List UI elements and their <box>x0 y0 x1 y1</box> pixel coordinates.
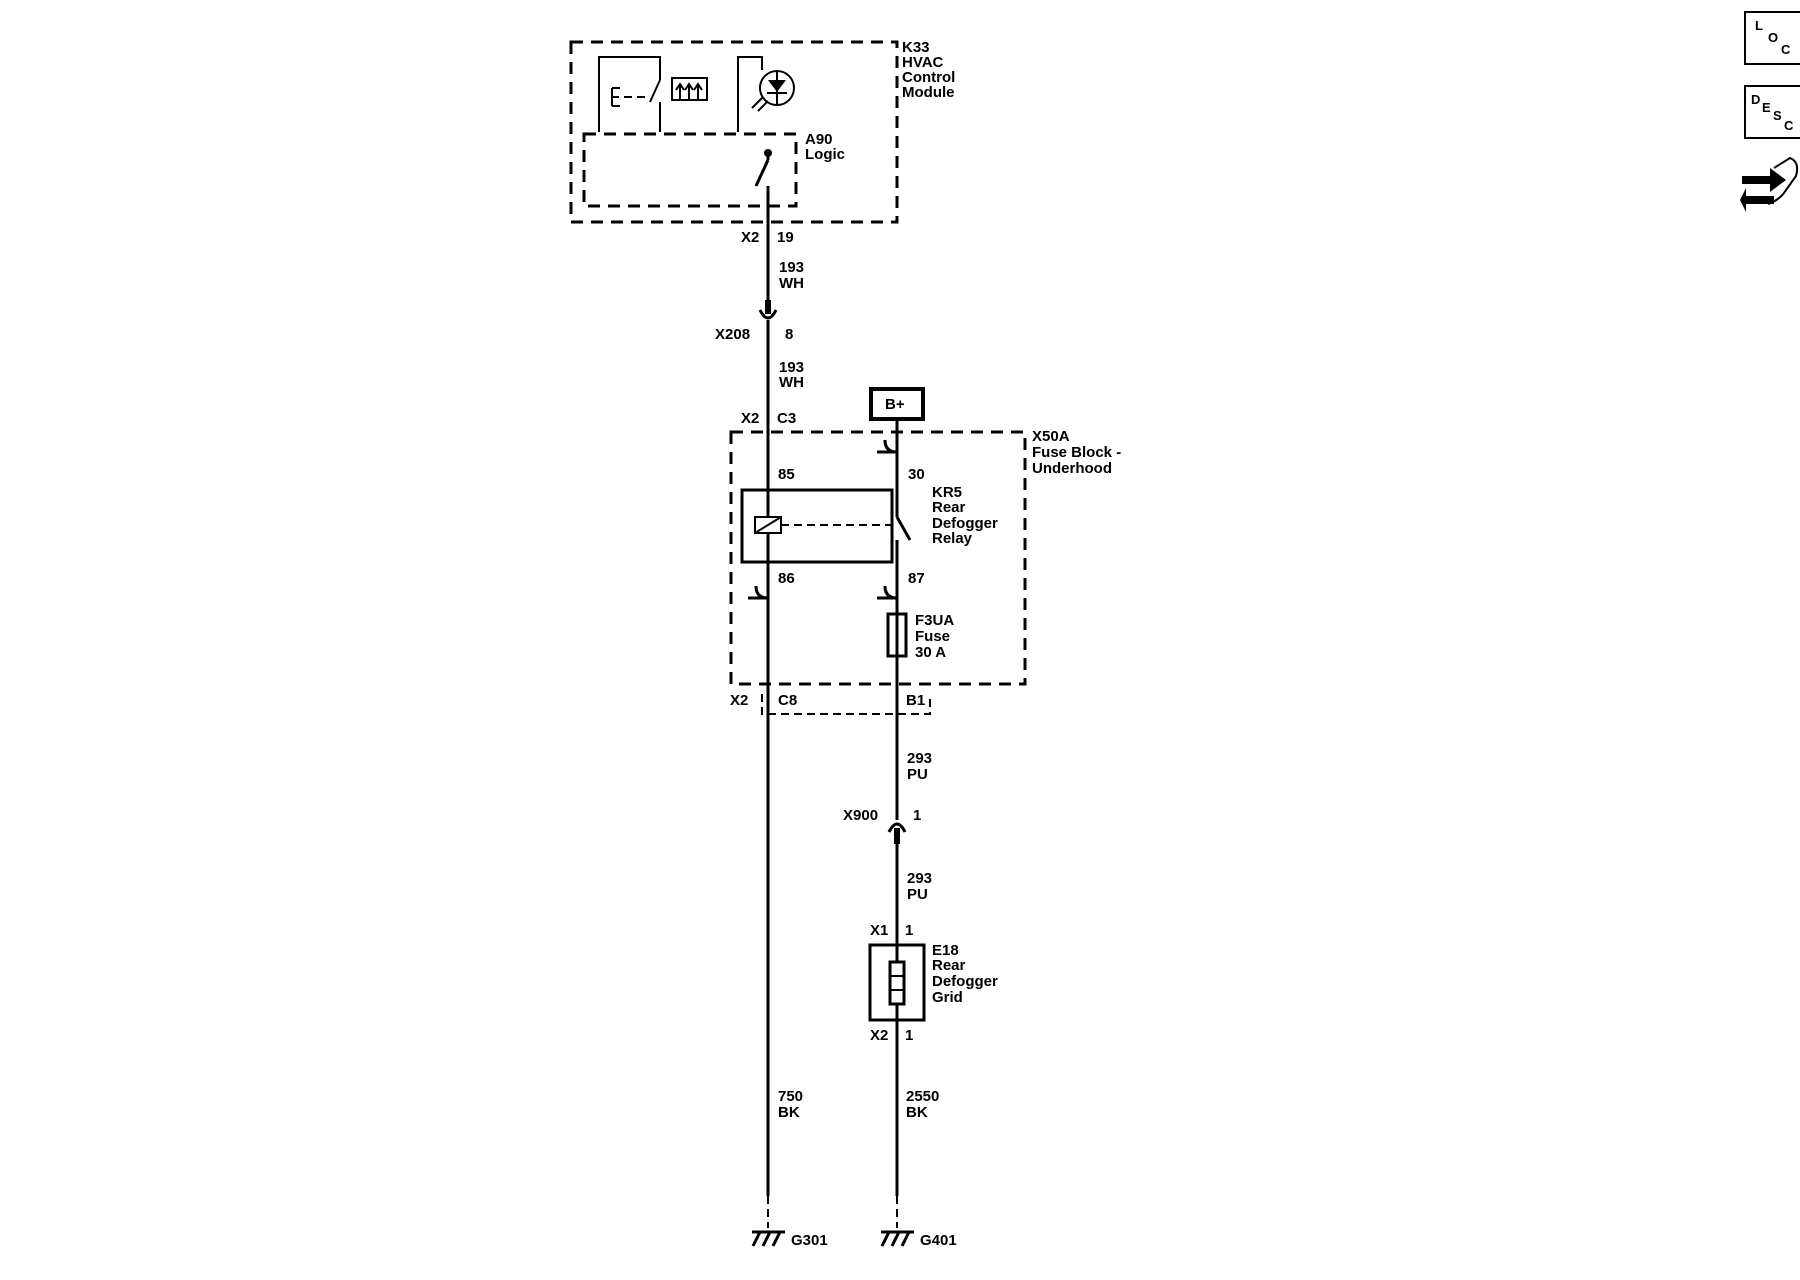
wire-293-circuit-upper: 293 <box>907 750 932 767</box>
grid-top-connector: X1 <box>870 922 888 939</box>
indicator-led-icon <box>737 56 795 132</box>
location-icon-o: O <box>1768 30 1778 45</box>
fuse-id: F3UA <box>915 612 954 629</box>
fuse-block-boundary <box>729 430 1027 686</box>
wire-193-color-lower: WH <box>779 374 804 391</box>
inline-x208-pin: 8 <box>785 326 793 343</box>
rear-defogger-grid <box>868 943 926 1022</box>
description-icon-c: C <box>1784 118 1794 133</box>
description-icon-d: D <box>1751 92 1760 107</box>
ground-g301-icon <box>751 1230 785 1247</box>
grid-line3: Grid <box>932 989 963 1006</box>
logic-switch-icon <box>754 149 772 222</box>
grid-top-pin: 1 <box>905 922 913 939</box>
wire-293-color-upper: PU <box>907 766 928 783</box>
hvac-module-id: K33 <box>902 39 930 56</box>
hvac-module-line2: Control <box>902 69 955 86</box>
fuse-block-in-pin: C3 <box>777 410 796 427</box>
battery-label: B+ <box>885 396 905 413</box>
location-icon-l: L <box>1755 18 1763 33</box>
wire-750-color: BK <box>778 1104 800 1121</box>
hvac-control-module: K33 HVAC Control Module <box>569 39 955 224</box>
wire-750-circuit: 750 <box>778 1088 803 1105</box>
relay-pin-85: 85 <box>778 466 795 483</box>
wire-193-circuit-upper: 193 <box>779 259 804 276</box>
fuse-block-out-connector: X2 <box>730 692 748 709</box>
relay-pin-86: 86 <box>778 570 795 587</box>
rear-defogger-relay <box>740 488 912 564</box>
connector-x2-housing <box>761 694 931 715</box>
heating-element-icon <box>888 960 906 1006</box>
grid-line2: Defogger <box>932 973 998 990</box>
inline-x900-label: X900 <box>843 807 878 824</box>
inline-connector-x900 <box>887 822 907 844</box>
hvac-module-boundary <box>569 40 899 224</box>
fuse-block-line2: Underhood <box>1032 460 1112 477</box>
hvac-module-line3: Module <box>902 84 955 101</box>
fuse-rating: 30 A <box>915 644 946 661</box>
fuse-name: Fuse <box>915 628 950 645</box>
logic-name: Logic <box>805 146 845 163</box>
fuse-block-id: X50A <box>1032 428 1070 445</box>
ground-g401-icon <box>880 1230 914 1247</box>
wire-193-color-upper: WH <box>779 275 804 292</box>
relay-id: KR5 <box>932 484 962 501</box>
terminal-86-icon <box>748 585 769 600</box>
relay-pin-30: 30 <box>908 466 925 483</box>
relay-pin-87: 87 <box>908 570 925 587</box>
ground-g401-label: G401 <box>920 1232 957 1249</box>
connector-x2-label: X2 <box>741 229 759 246</box>
fuse-block-in-connector: X2 <box>741 410 759 427</box>
inline-connector-x208 <box>758 300 778 320</box>
relay-line3: Relay <box>932 530 973 547</box>
terminal-30-icon <box>877 439 898 454</box>
description-icon[interactable]: D E S C <box>1744 85 1800 139</box>
rear-window-heat-icon <box>671 77 708 101</box>
logic-id: A90 <box>805 131 833 148</box>
battery-positive: B+ <box>869 387 925 421</box>
inline-x208-label: X208 <box>715 326 750 343</box>
terminal-87-icon <box>877 585 898 600</box>
location-icon-c: C <box>1781 42 1791 57</box>
relay-line2: Defogger <box>932 515 998 532</box>
connector-pin-19: 19 <box>777 229 794 246</box>
defog-switch-icon <box>598 56 661 132</box>
grid-id: E18 <box>932 942 959 959</box>
wire-2550-color: BK <box>906 1104 928 1121</box>
fuse-block-out-pin-c8: C8 <box>778 692 797 709</box>
description-icon-e: E <box>1762 100 1771 115</box>
wire-193-circuit-lower: 193 <box>779 359 804 376</box>
logic-boundary <box>582 132 798 208</box>
relay-line1: Rear <box>932 499 966 516</box>
grid-bottom-pin: 1 <box>905 1027 913 1044</box>
location-icon[interactable]: L O C <box>1744 11 1800 65</box>
description-icon-s: S <box>1773 108 1782 123</box>
wire-293-color-lower: PU <box>907 886 928 903</box>
fuse-block-underhood: X50A Fuse Block - Underhood 30 85 KR5 Re… <box>729 428 1121 686</box>
connector-view-icon[interactable] <box>1740 156 1799 212</box>
fuse-block-out-pin-b1: B1 <box>906 692 925 709</box>
hvac-module-line1: HVAC <box>902 54 944 71</box>
grid-bottom-connector: X2 <box>870 1027 888 1044</box>
fuse-block-line1: Fuse Block - <box>1032 444 1121 461</box>
grid-line1: Rear <box>932 957 966 974</box>
ground-g301-label: G301 <box>791 1232 828 1249</box>
inline-x900-pin: 1 <box>913 807 921 824</box>
wire-293-circuit-lower: 293 <box>907 870 932 887</box>
wire-2550-circuit: 2550 <box>906 1088 939 1105</box>
